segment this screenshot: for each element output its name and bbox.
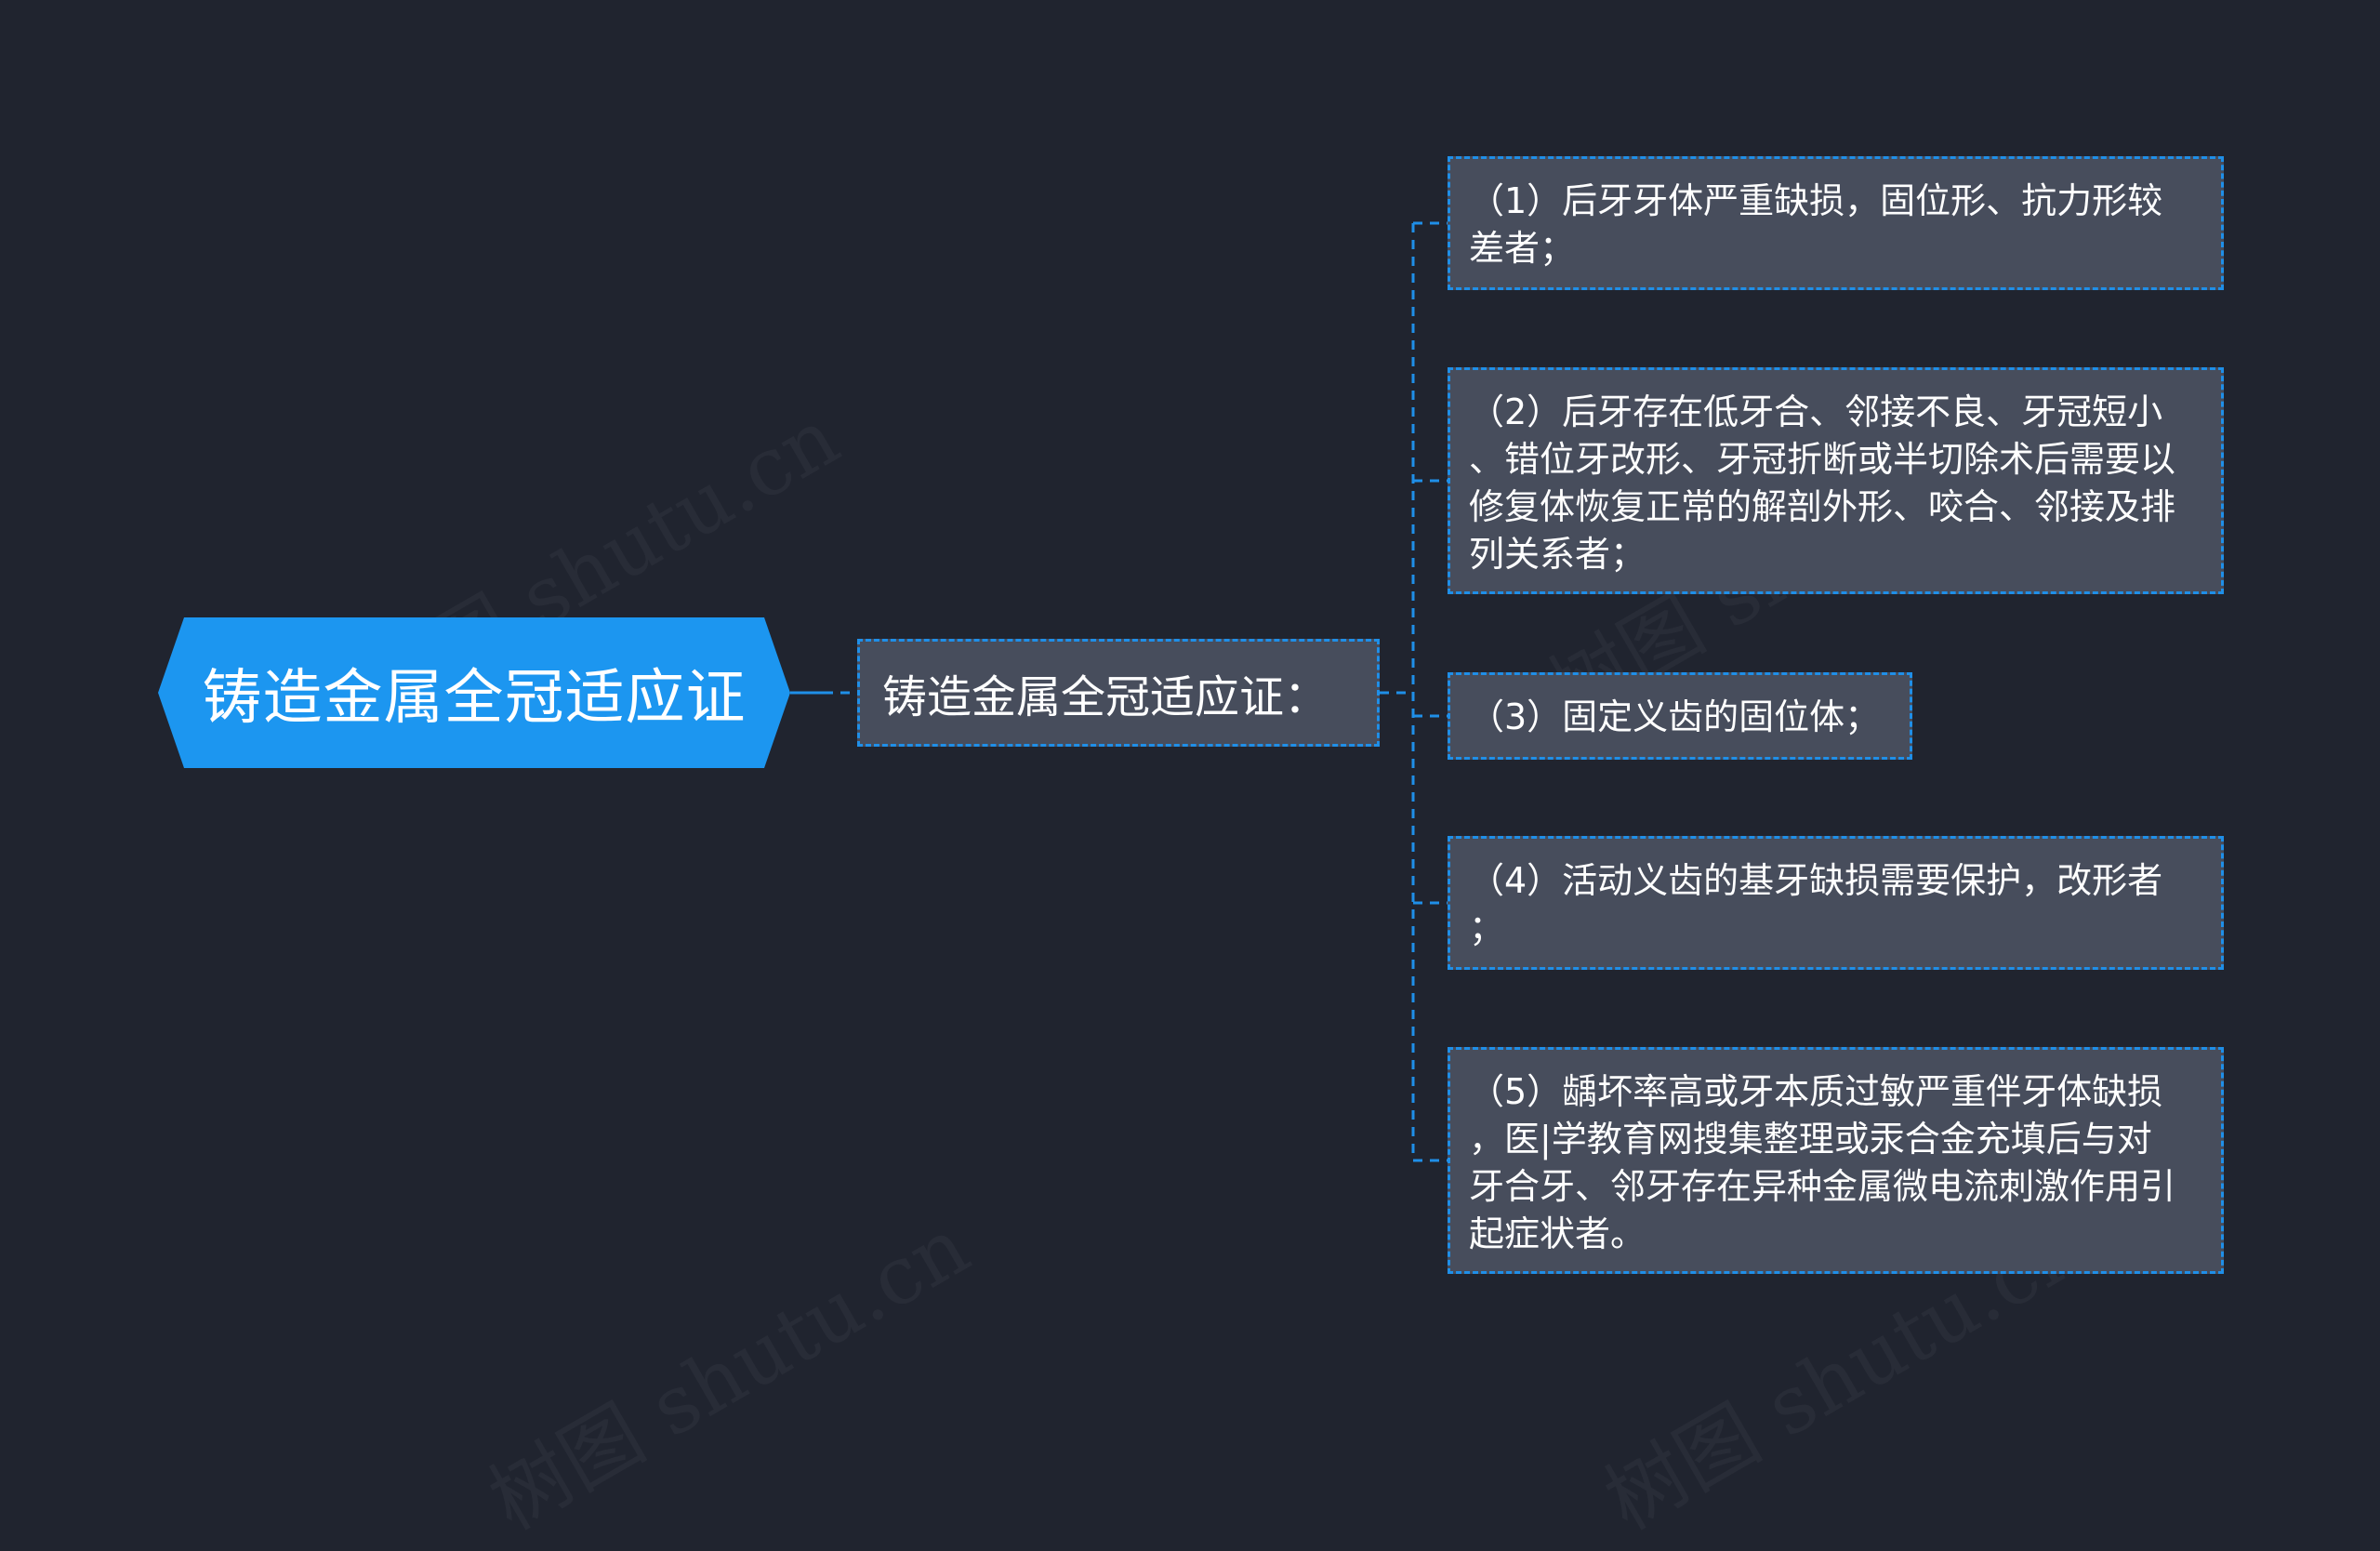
leaf-node-1[interactable]: （1）后牙牙体严重缺损，固位形、抗力形较 差者； xyxy=(1448,156,2224,290)
leaf-text-line: ，医|学教育网搜集整理或汞合金充填后与对 xyxy=(1469,1119,2152,1160)
root-node-shape xyxy=(158,617,790,768)
leaf-text-line: （2）后牙存在低牙合、邻接不良、牙冠短小 xyxy=(1469,391,2163,432)
connector-layer xyxy=(790,221,1448,1162)
leaf-text-line: 牙合牙、邻牙存在异种金属微电流刺激作用引 xyxy=(1469,1166,2176,1207)
leaf-text-line: （1）后牙牙体严重缺损，固位形、抗力形较 xyxy=(1469,180,2163,221)
leaf-node-3[interactable]: （3）固定义齿的固位体； xyxy=(1448,672,1912,760)
leaf-text-line: （5）龋坏率高或牙本质过敏严重伴牙体缺损 xyxy=(1469,1071,2163,1112)
leaf-text-line: 列关系者； xyxy=(1469,534,1646,575)
leaf-text-line: 、错位牙改形、牙冠折断或半切除术后需要以 xyxy=(1469,439,2176,480)
leaf-node-4[interactable]: （4）活动义齿的基牙缺损需要保护，改形者 ； xyxy=(1448,836,2224,970)
leaf-text-line: 差者； xyxy=(1469,228,1576,269)
leaf-text-line: 起症状者。 xyxy=(1469,1213,1646,1254)
leaf-node-2[interactable]: （2）后牙存在低牙合、邻接不良、牙冠短小 、错位牙改形、牙冠折断或半切除术后需要… xyxy=(1448,367,2224,594)
leaf-node-5[interactable]: （5）龋坏率高或牙本质过敏严重伴牙体缺损 ，医|学教育网搜集整理或汞合金充填后与… xyxy=(1448,1047,2224,1274)
leaf-text-line: （4）活动义齿的基牙缺损需要保护，改形者 xyxy=(1469,860,2163,901)
leaf-text-line: ； xyxy=(1469,908,1505,948)
branch-node[interactable]: 铸造金属全冠适应证： xyxy=(857,639,1380,747)
leaf-text-line: 修复体恢复正常的解剖外形、咬合、邻接及排 xyxy=(1469,486,2176,527)
root-node[interactable]: 铸造金属全冠适应证 xyxy=(158,617,790,768)
branch-node-label: 铸造金属全冠适应证： xyxy=(882,671,1329,723)
leaf-text-line: （3）固定义齿的固位体； xyxy=(1469,696,1881,737)
root-node-label: 铸造金属全冠适应证 xyxy=(202,664,747,733)
